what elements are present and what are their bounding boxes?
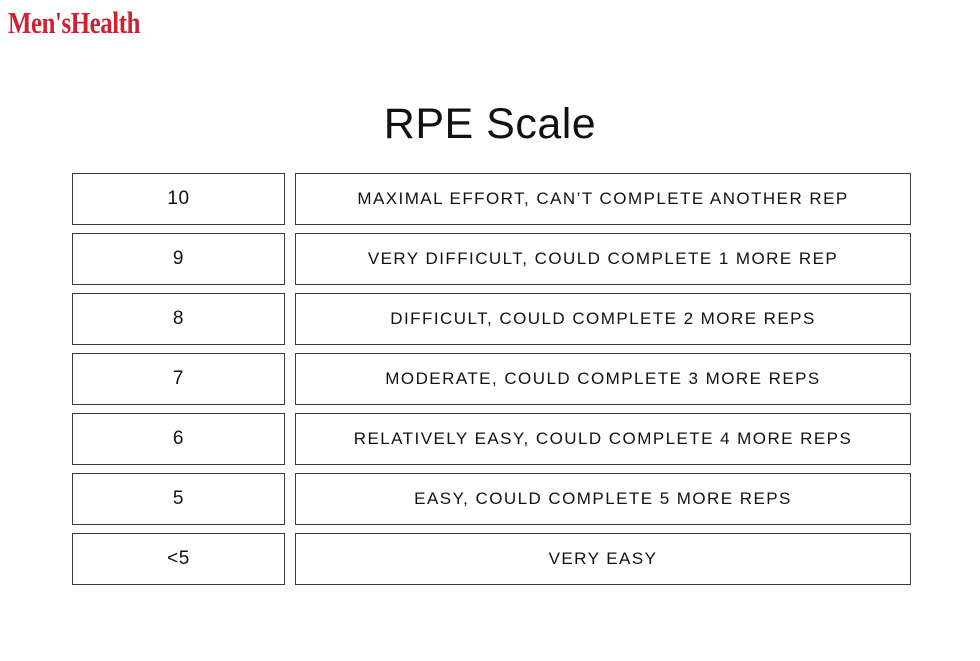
- rpe-description-cell: MAXIMAL EFFORT, CAN’T COMPLETE ANOTHER R…: [295, 173, 911, 225]
- rpe-level-cell: 8: [72, 293, 285, 345]
- rpe-level-cell: <5: [72, 533, 285, 585]
- column-gap: [285, 173, 295, 225]
- rpe-description-cell: RELATIVELY EASY, COULD COMPLETE 4 MORE R…: [295, 413, 911, 465]
- column-gap: [285, 413, 295, 465]
- column-gap: [285, 533, 295, 585]
- rpe-level-cell: 7: [72, 353, 285, 405]
- column-gap: [285, 353, 295, 405]
- rpe-description-cell: DIFFICULT, COULD COMPLETE 2 MORE REPS: [295, 293, 911, 345]
- rpe-level-cell: 9: [72, 233, 285, 285]
- rpe-description-cell: MODERATE, COULD COMPLETE 3 MORE REPS: [295, 353, 911, 405]
- rpe-level-cell: 6: [72, 413, 285, 465]
- rpe-level-cell: 10: [72, 173, 285, 225]
- brand-logo: Men'sHealth: [8, 4, 208, 40]
- rpe-description-cell: EASY, COULD COMPLETE 5 MORE REPS: [295, 473, 911, 525]
- column-gap: [285, 473, 295, 525]
- column-gap: [285, 233, 295, 285]
- page-title: RPE Scale: [383, 99, 597, 148]
- rpe-level-cell: 5: [72, 473, 285, 525]
- column-gap: [285, 293, 295, 345]
- rpe-description-cell: VERY DIFFICULT, COULD COMPLETE 1 MORE RE…: [295, 233, 911, 285]
- brand-logo-text: Men'sHealth: [8, 4, 140, 40]
- rpe-description-cell: VERY EASY: [295, 533, 911, 585]
